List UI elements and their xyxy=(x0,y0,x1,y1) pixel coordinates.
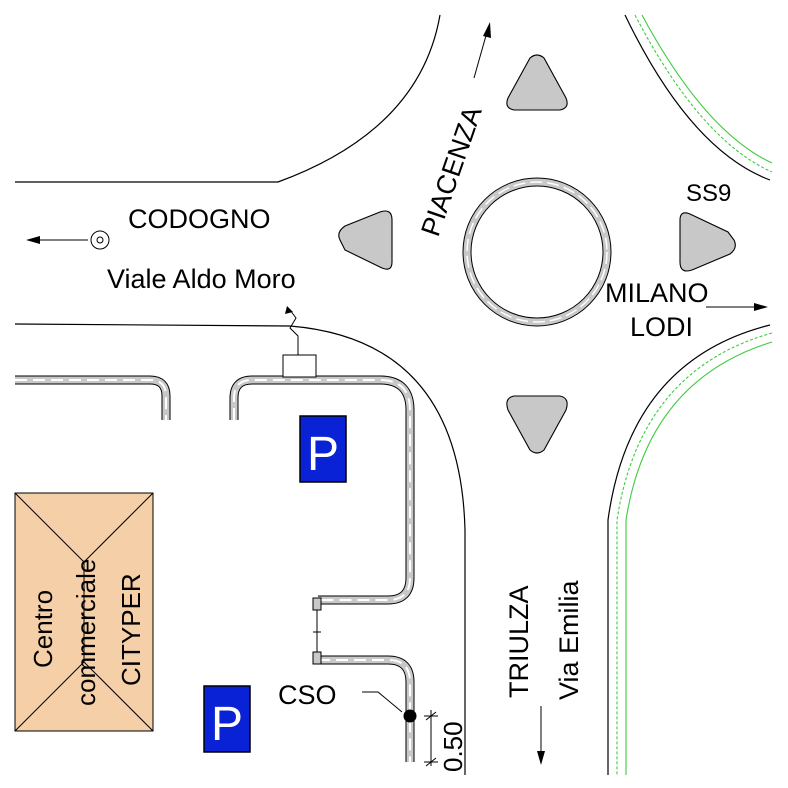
north-east-verge xyxy=(634,14,773,173)
north-west-road-edge xyxy=(15,14,441,183)
label-commerciale: commerciale xyxy=(71,559,101,706)
label-triulza: TRIULZA xyxy=(504,585,534,698)
arrow-east-icon xyxy=(706,303,768,311)
manhole-point-icon xyxy=(362,691,417,723)
label-cso: CSO xyxy=(278,680,337,710)
parking-sign-2-label: P xyxy=(211,698,243,751)
island-east xyxy=(679,212,736,272)
label-viale-aldo-moro: Viale Aldo Moro xyxy=(107,264,296,294)
cabin xyxy=(282,306,317,378)
target-marker-icon xyxy=(90,230,110,250)
south-east-road-edge xyxy=(607,324,771,775)
parking-sign-1-label: P xyxy=(307,428,339,481)
island-south xyxy=(506,395,568,454)
south-east-verge xyxy=(616,332,773,775)
shopping-centre-building xyxy=(14,492,154,732)
label-lodi: LODI xyxy=(630,312,693,342)
label-codogno: CODOGNO xyxy=(128,204,271,234)
island-west xyxy=(338,210,393,270)
parking-curbs xyxy=(15,375,415,762)
traffic-islands xyxy=(338,54,736,454)
parking-sign-1: P xyxy=(299,415,347,483)
label-ss9: SS9 xyxy=(686,180,731,207)
road-edges xyxy=(14,14,771,775)
arrow-south-icon xyxy=(537,706,545,765)
label-milano: MILANO xyxy=(605,278,709,308)
label-cityper: CITYPER xyxy=(116,573,146,686)
parking-sign-2: P xyxy=(203,685,251,753)
label-centro: Centro xyxy=(28,590,58,668)
south-east-verge-edge xyxy=(625,341,773,775)
north-east-road-edge xyxy=(624,14,771,181)
arrow-west-icon xyxy=(26,236,88,244)
dimension-marker xyxy=(424,710,438,767)
green-verges xyxy=(616,14,773,775)
arrow-north-icon xyxy=(473,22,491,79)
roundabout-central-island xyxy=(462,177,612,327)
island-north xyxy=(506,54,568,111)
south-west-road-edge xyxy=(14,323,466,775)
label-dimension: 0.50 xyxy=(438,721,468,772)
label-via-emilia: Via Emilia xyxy=(554,579,584,700)
north-east-verge-edge xyxy=(641,14,773,164)
